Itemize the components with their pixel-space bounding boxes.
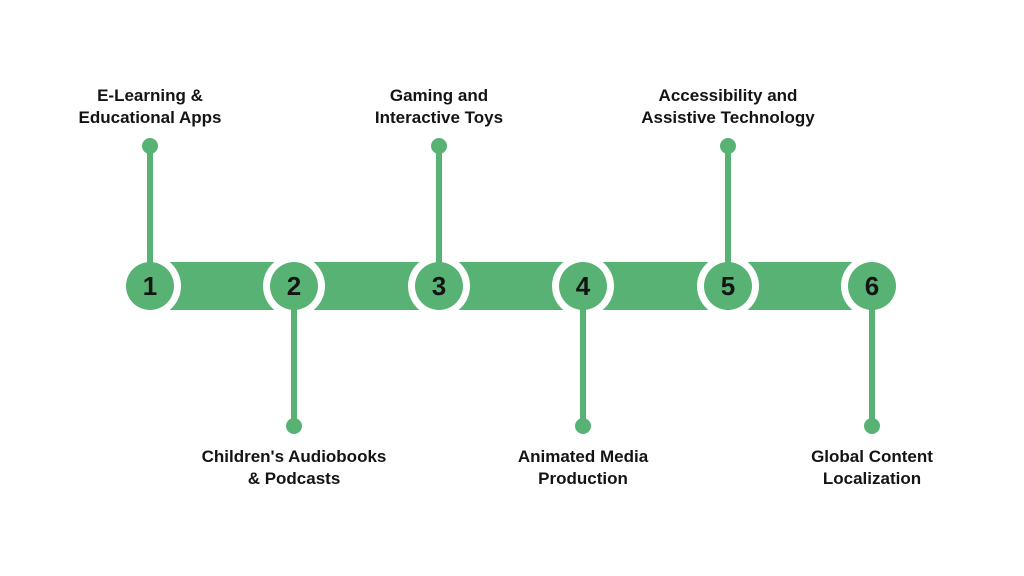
node-circle-5: 5 xyxy=(704,262,752,310)
milestone-label-4-line1: Animated Media xyxy=(517,447,649,466)
timeline-item-4: Animated Media Production 4 xyxy=(473,0,693,576)
milestone-label-5-line2: Assistive Technology xyxy=(641,108,815,127)
node-number-2: 2 xyxy=(286,270,302,301)
milestone-label-2: Children's Audiobooks & Podcasts xyxy=(184,446,404,490)
node-number-6: 6 xyxy=(864,270,880,301)
milestone-label-2-line2: & Podcasts xyxy=(247,469,341,488)
connector-dot-6 xyxy=(864,418,880,434)
connector-line-6 xyxy=(869,286,875,426)
node-circle-3: 3 xyxy=(415,262,463,310)
node-circle-2: 2 xyxy=(270,262,318,310)
milestone-label-3-line2: Interactive Toys xyxy=(374,108,504,127)
node-circle-6: 6 xyxy=(848,262,896,310)
timeline-bar xyxy=(150,262,872,310)
milestone-label-3-line1: Gaming and xyxy=(389,86,489,105)
timeline-item-5: Accessibility and Assistive Technology 5 xyxy=(618,0,838,576)
milestone-label-1: E-Learning & Educational Apps xyxy=(40,85,260,129)
milestone-label-3: Gaming and Interactive Toys xyxy=(329,85,549,129)
connector-dot-4 xyxy=(575,418,591,434)
milestone-label-6-line1: Global Content xyxy=(811,447,933,466)
connector-dot-2 xyxy=(286,418,302,434)
timeline-item-6: Global Content Localization 6 xyxy=(762,0,982,576)
connector-line-5 xyxy=(725,146,731,286)
timeline-item-1: E-Learning & Educational Apps 1 xyxy=(40,0,260,576)
connector-line-2 xyxy=(291,286,297,426)
timeline-item-2: Children's Audiobooks & Podcasts 2 xyxy=(184,0,404,576)
milestone-label-2-line1: Children's Audiobooks xyxy=(201,447,387,466)
connector-line-1 xyxy=(147,146,153,286)
milestone-label-5: Accessibility and Assistive Technology xyxy=(618,85,838,129)
milestone-label-6-line2: Localization xyxy=(822,469,922,488)
connector-line-4 xyxy=(580,286,586,426)
node-number-3: 3 xyxy=(431,270,447,301)
milestone-label-1-line2: Educational Apps xyxy=(78,108,222,127)
node-number-1: 1 xyxy=(142,270,158,301)
connector-line-3 xyxy=(436,146,442,286)
milestone-label-6: Global Content Localization xyxy=(762,446,982,490)
node-circle-4: 4 xyxy=(559,262,607,310)
node-circle-1: 1 xyxy=(126,262,174,310)
milestone-label-4-line2: Production xyxy=(538,469,628,488)
node-number-5: 5 xyxy=(720,270,736,301)
node-number-4: 4 xyxy=(575,270,591,301)
milestone-label-4: Animated Media Production xyxy=(473,446,693,490)
timeline-item-3: Gaming and Interactive Toys 3 xyxy=(329,0,549,576)
milestone-label-5-line1: Accessibility and xyxy=(658,86,798,105)
milestone-label-1-line1: E-Learning & xyxy=(97,86,203,105)
